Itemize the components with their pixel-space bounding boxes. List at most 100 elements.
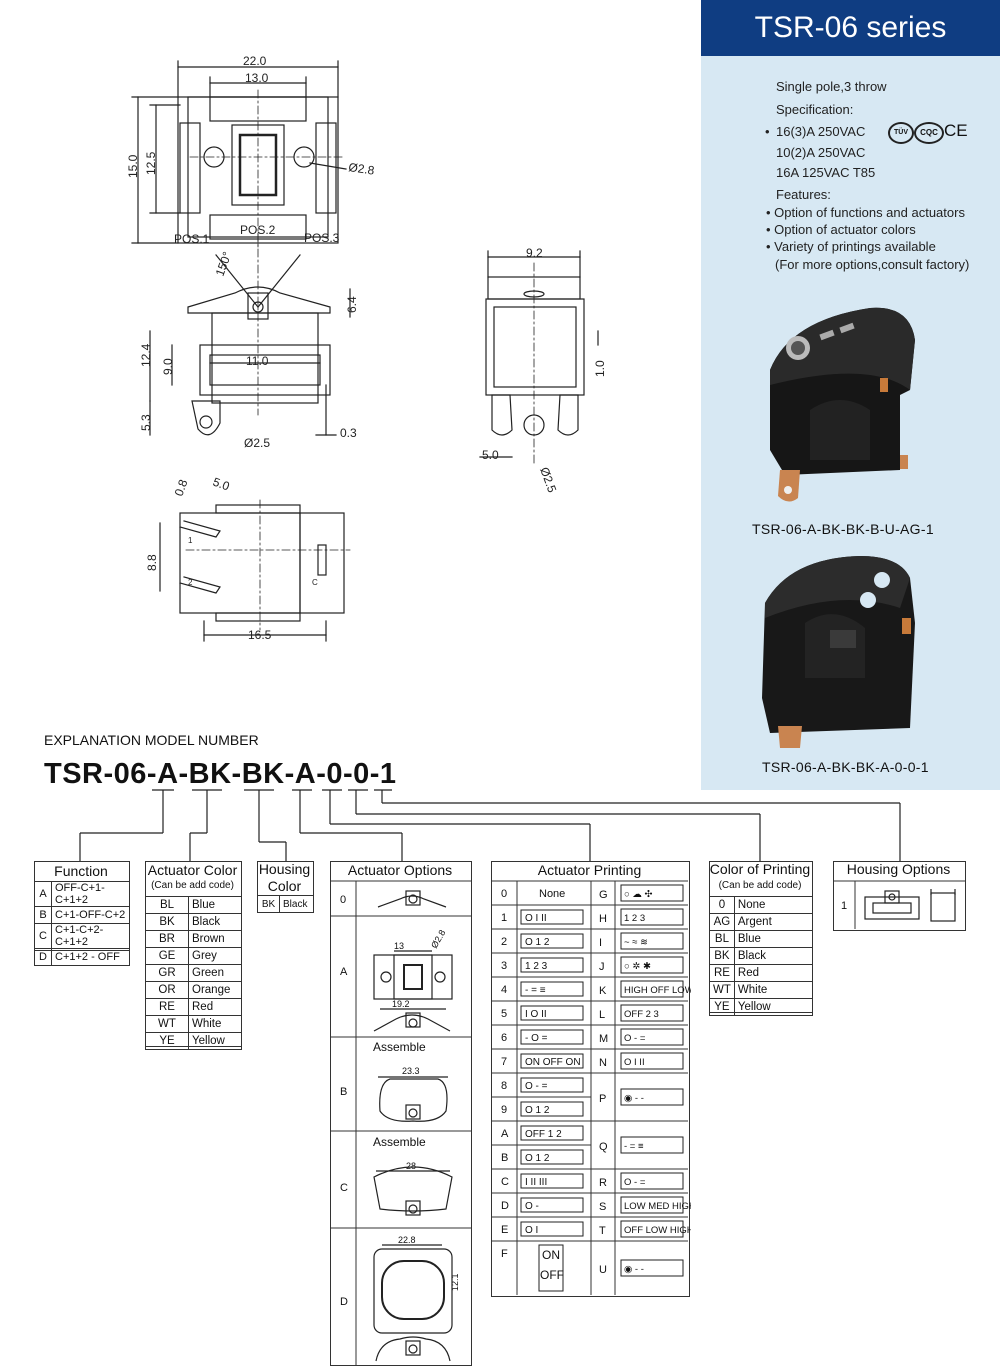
housing-color-table [257,861,314,913]
housing-option-code: 1 [841,900,847,912]
printing-box [520,1197,584,1213]
color-code: BK [145,913,189,931]
rating-bullet: • [765,124,770,139]
option-code-c: C [340,1182,348,1194]
dim-1-0: 1.0 [593,360,607,377]
top-view [131,60,347,251]
dim-5-3: 5.3 [139,414,153,431]
option-code-a: A [340,966,348,978]
printing-code: 6 [501,1032,507,1044]
print-color-code: AG [709,913,735,931]
function-code: B [34,906,52,924]
printing-box [620,908,684,926]
printing-box [620,1088,684,1106]
dim-12-5: 12.5 [144,151,158,175]
dim-phi-2-8: Ø2.8 [348,160,376,178]
printing-code: 5 [501,1008,507,1020]
housing-title-1: Housing [258,861,311,877]
printing-code: B [501,1152,508,1164]
technical-drawing: 22.0 13.0 15.0 12.5 Ø2.8 POS.1 POS.2 POS… [126,54,607,642]
housing-title-2: Color [267,878,302,894]
color-code: BR [145,930,189,948]
printing-glyph: ON [542,1248,560,1262]
rating-3: 16A 125VAC T85 [776,165,876,180]
printing-box [620,980,684,998]
printing-code: D [501,1200,509,1212]
print-color-name: Black [733,947,814,965]
printing-glyph: ◉ - - [624,1264,644,1275]
printing-box [620,1028,684,1046]
pos2-label: POS.2 [240,223,276,237]
printing-box [520,1173,584,1189]
printing-glyph: ◉ - - [624,1093,644,1104]
printing-box [620,956,684,974]
model-number: TSR-06-A-BK-BK-A-0-0-1 [44,758,397,790]
printing-code: U [599,1264,607,1276]
dim-5-0: 5.0 [482,448,499,462]
function-code: C [34,923,52,949]
printing-code: 3 [501,960,507,972]
housing-options-table [833,861,966,931]
print-color-code: YE [709,998,735,1016]
dim-phi-2-5: Ø2.5 [244,436,270,450]
dim-9-2: 9.2 [526,246,543,260]
rating-2: 10(2)A 250VAC [776,145,866,160]
actuator-color-title: Actuator Color [147,862,238,878]
printing-code: C [501,1176,509,1188]
print-color-name: Yellow [733,998,814,1016]
dim-22: 22.0 [243,54,267,68]
print-color-name: White [733,981,814,999]
option-code-d: D [340,1296,348,1308]
dim-9-0: 9.0 [161,358,175,375]
actuator-options-table [330,861,472,1366]
feature-3-text: Variety of printings available [774,239,936,254]
printing-glyph: HIGH OFF LOW [624,985,691,996]
dim-phi-2-5b: Ø2.5 [537,465,559,495]
printing-box [520,1005,584,1021]
printing-box [520,1029,584,1045]
terminal-2: 2 [188,578,193,587]
printing-code: 1 [501,912,507,924]
pole-text: Single pole,3 throw [776,79,887,94]
dim-12-4: 12.4 [139,343,153,367]
actuator-options-title: Actuator Options [347,862,453,878]
side-view [149,232,351,436]
printing-code: 0 [501,888,507,900]
printing-box [620,1172,684,1190]
dim-6-4: 6.4 [345,296,359,313]
print-color-code: BL [709,930,735,948]
series-title: TSR-06 series [701,0,1000,56]
actuator-options-grid: 0 A B C D Assemble Assemble 13 Ø2.8 19.2… [330,880,472,1365]
color-name: Red [188,998,242,1016]
color-code: YE [145,1032,189,1050]
printing-code: Q [599,1141,608,1153]
housing-option-drawing [864,889,956,922]
assemble-b: Assemble [373,1040,426,1054]
printing-glyph: O 1 2 [525,1153,550,1164]
color-name: White [188,1015,242,1033]
dim-d-22: 22.8 [398,1235,416,1245]
print-color-code: WT [709,981,735,999]
printing-glyph: ON OFF ON [525,1057,581,1068]
function-title: Function [54,863,108,879]
printing-glyph: O 1 2 [525,1105,550,1116]
option-code-b: B [340,1086,347,1098]
ce-mark: CE [944,121,968,140]
features-label: Features: [776,187,831,202]
feature-3: • Variety of printings available [766,239,936,254]
printing-glyph: - O = [525,1033,548,1044]
dim-a-19: 19.2 [392,999,410,1009]
